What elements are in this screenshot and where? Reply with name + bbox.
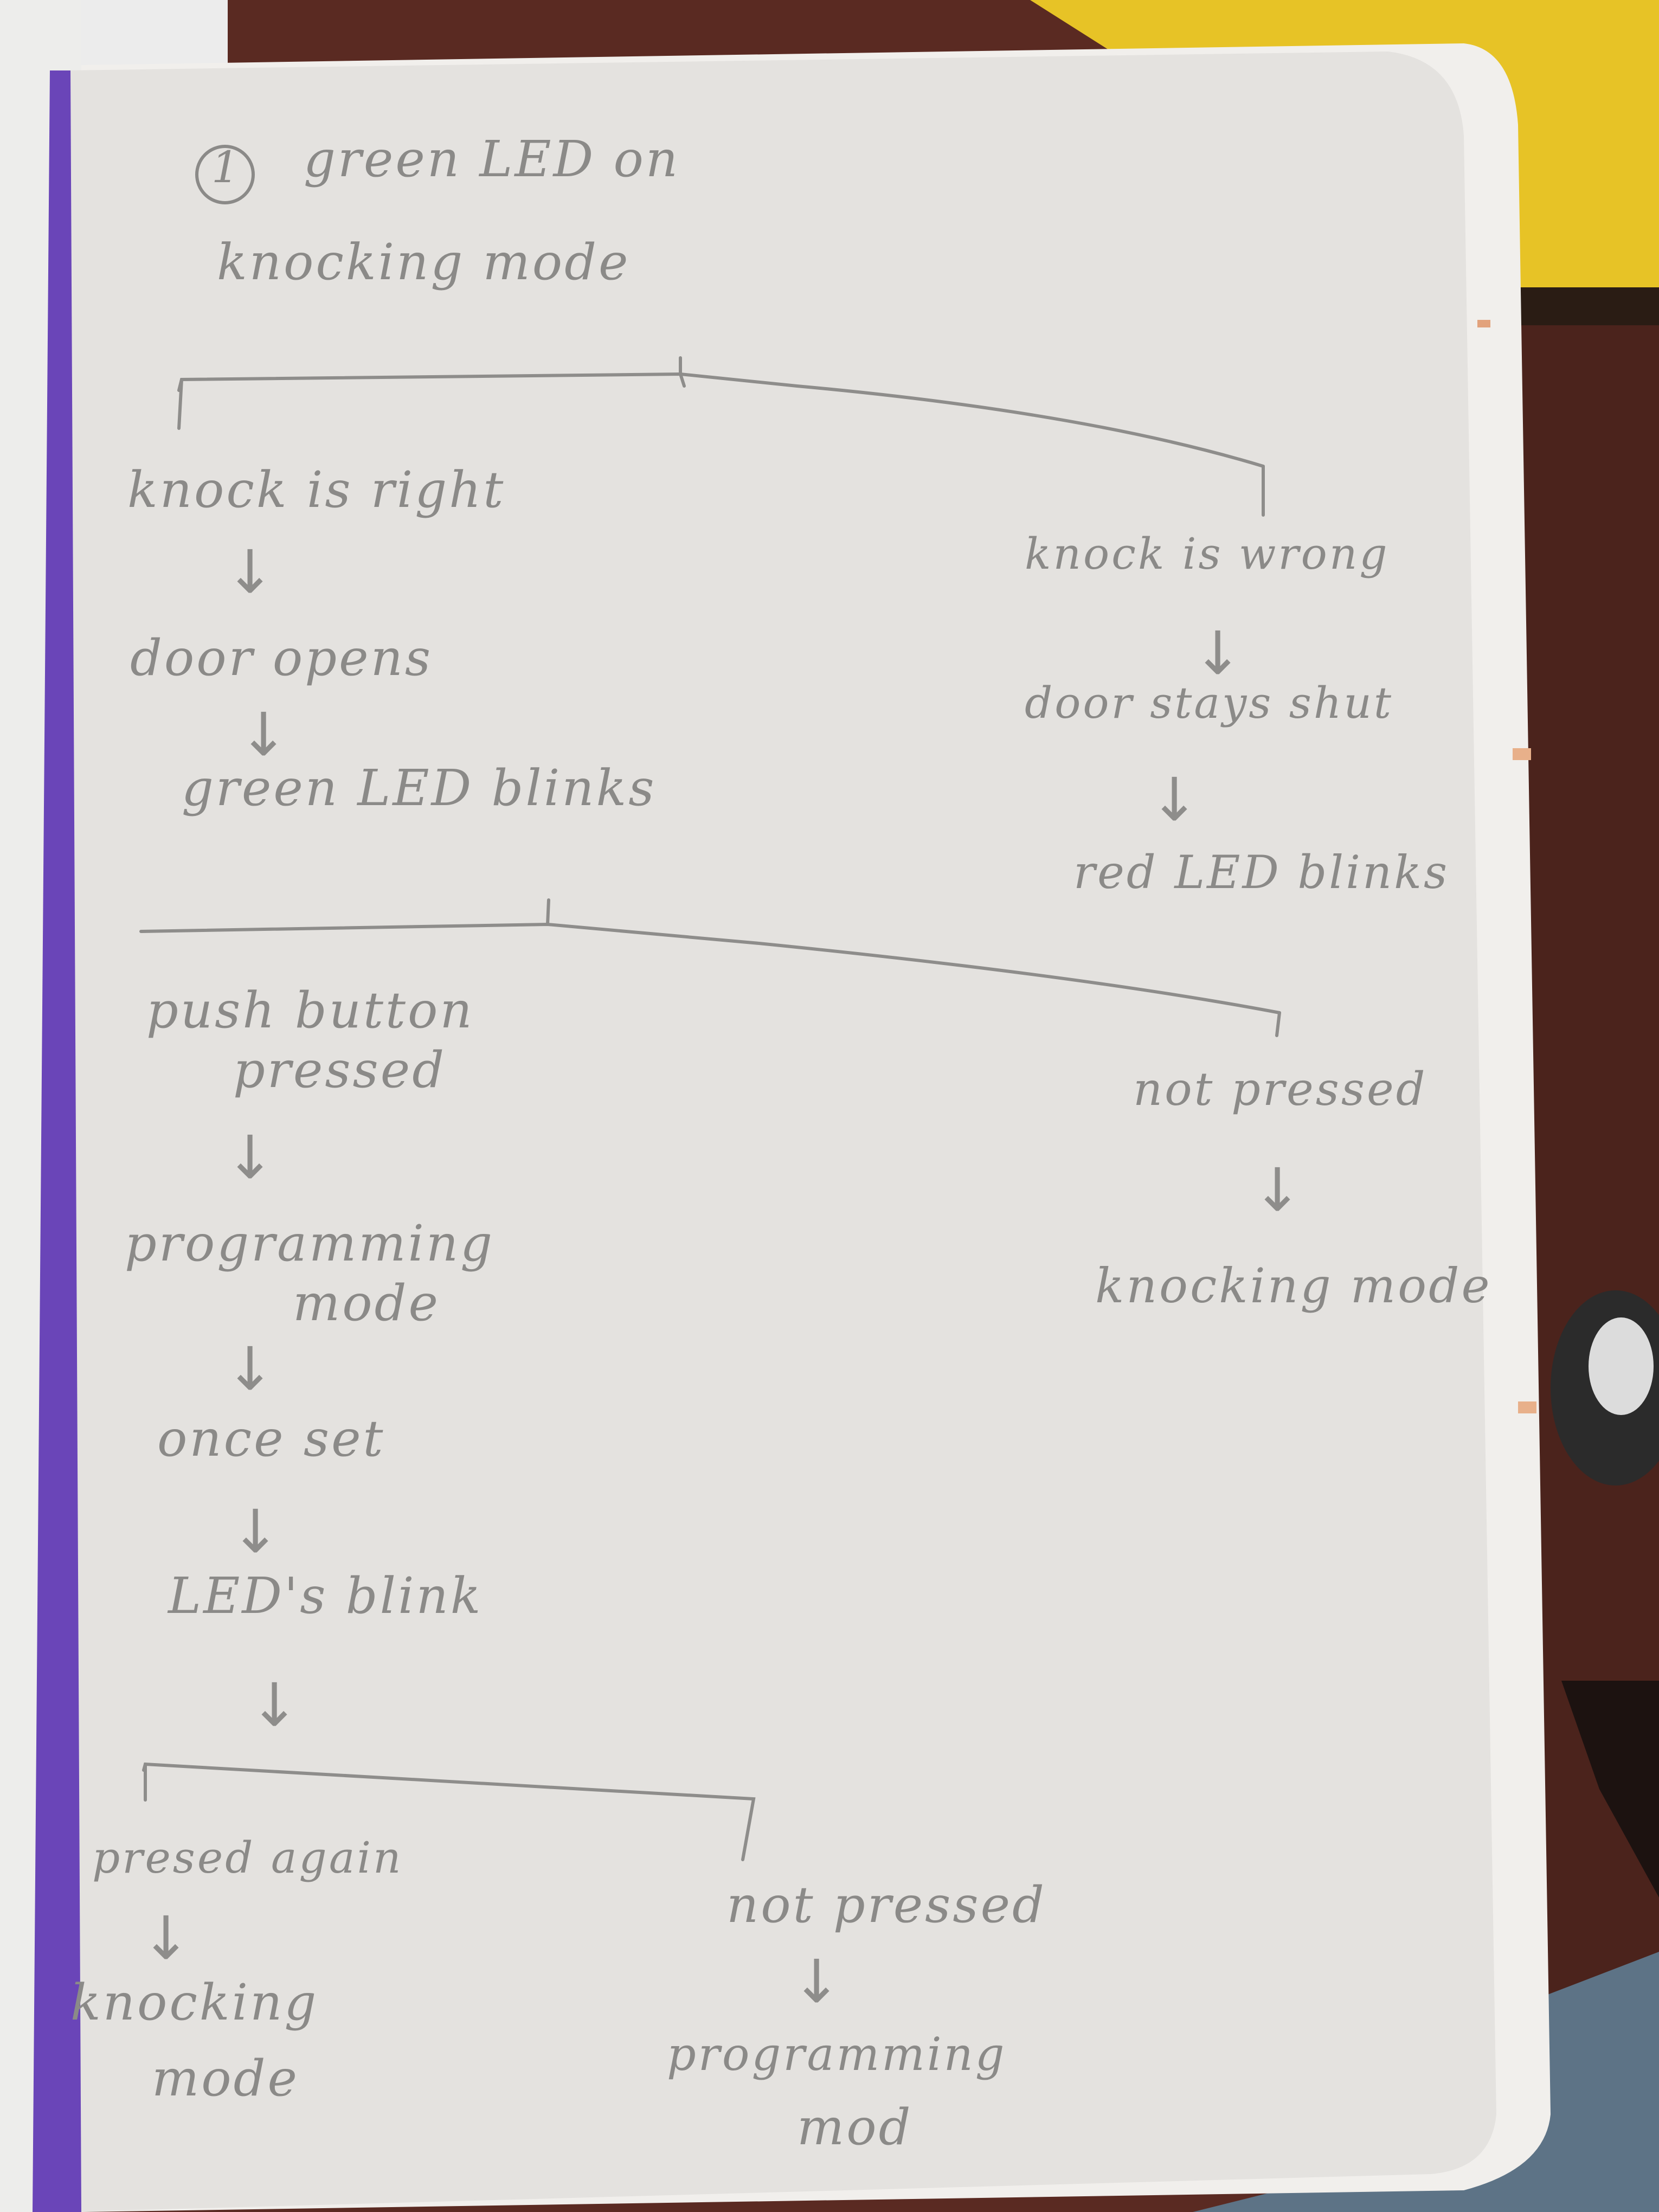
door-opens-label: door opens bbox=[130, 629, 433, 687]
pressed-again-label: presed again bbox=[92, 1832, 403, 1883]
down-arrow-icon: ↓ bbox=[1149, 765, 1200, 834]
down-arrow-icon: ↓ bbox=[1193, 619, 1243, 688]
leds-blink-label: LED's blink bbox=[168, 1567, 483, 1625]
branch-bracket-2 bbox=[139, 898, 1281, 1037]
green-led-blinks-label: green LED blinks bbox=[182, 759, 657, 817]
not-pressed-2-label: not pressed bbox=[726, 1876, 1046, 1934]
programming-label: programming bbox=[125, 1214, 495, 1272]
down-arrow-icon: ↓ bbox=[1252, 1155, 1303, 1225]
down-arrow-icon: ↓ bbox=[239, 700, 289, 769]
notebook-page bbox=[65, 52, 1496, 2212]
knocking-mode-label: knocking mode bbox=[1095, 1258, 1492, 1314]
title-line-2: knocking mode bbox=[217, 233, 631, 291]
door-stays-shut-label: door stays shut bbox=[1025, 678, 1394, 728]
not-pressed-label: not pressed bbox=[1133, 1063, 1427, 1116]
title-number: 1 bbox=[211, 142, 241, 192]
down-arrow-icon: ↓ bbox=[249, 1670, 300, 1740]
number-circle bbox=[195, 145, 255, 204]
down-arrow-icon: ↓ bbox=[225, 1334, 275, 1404]
red-led-blinks-label: red LED blinks bbox=[1073, 846, 1450, 899]
branch-bracket-1 bbox=[177, 356, 1265, 517]
knock-right-label: knock is right bbox=[127, 461, 506, 519]
down-arrow-icon: ↓ bbox=[141, 1904, 191, 1973]
once-set-label: once set bbox=[157, 1410, 385, 1468]
down-arrow-icon: ↓ bbox=[792, 1947, 842, 2016]
title-line-1: green LED on bbox=[304, 130, 680, 188]
knocking-label: knocking bbox=[70, 1973, 319, 2031]
programming-2-label: programming bbox=[667, 2028, 1007, 2081]
push-button-label: push button bbox=[146, 981, 474, 1039]
branch-bracket-3 bbox=[142, 1762, 756, 1861]
knocking-mode-line2-label: mode bbox=[152, 2049, 299, 2107]
mod-label: mod bbox=[797, 2098, 913, 2156]
down-arrow-icon: ↓ bbox=[225, 1123, 275, 1192]
bookmark-ribbon bbox=[33, 70, 81, 2212]
pressed-label: pressed bbox=[233, 1041, 447, 1099]
programming-mode-label: mode bbox=[293, 1274, 440, 1332]
knock-wrong-label: knock is wrong bbox=[1025, 529, 1390, 579]
down-arrow-icon: ↓ bbox=[230, 1497, 281, 1566]
down-arrow-icon: ↓ bbox=[225, 537, 275, 607]
